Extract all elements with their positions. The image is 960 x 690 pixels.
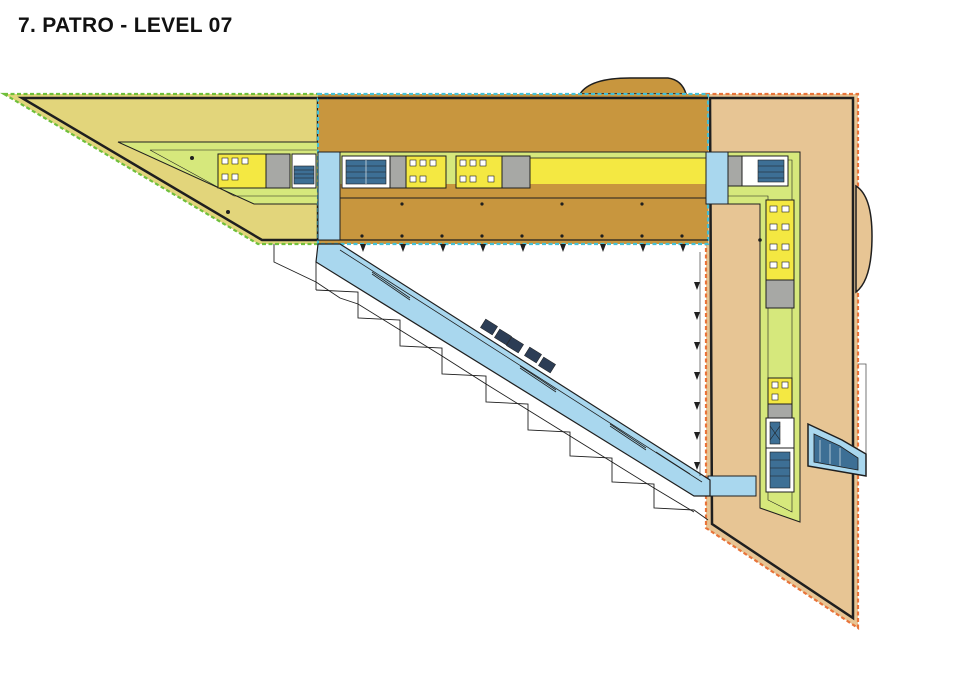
east-core-wc-lower [765,377,795,493]
page-title: 7. PATRO - LEVEL 07 [18,14,233,37]
wc-icon [221,157,249,181]
exterior-stair-tower [807,422,867,477]
stair-icon [345,159,387,185]
courtyard-facade [273,244,709,521]
stair-icon [757,159,785,183]
east-core-wc-upper [765,199,795,309]
stair-icon [293,165,315,185]
north-core-2 [455,155,531,189]
wc-icon [771,381,789,401]
wc-icon [459,159,495,183]
wc-icon [769,205,790,269]
wc-icon [409,159,437,183]
elevator-icon [769,421,781,445]
stair-icon [769,451,791,489]
north-core-1 [341,155,447,189]
west-core [217,153,317,189]
east-core-north [727,155,789,187]
